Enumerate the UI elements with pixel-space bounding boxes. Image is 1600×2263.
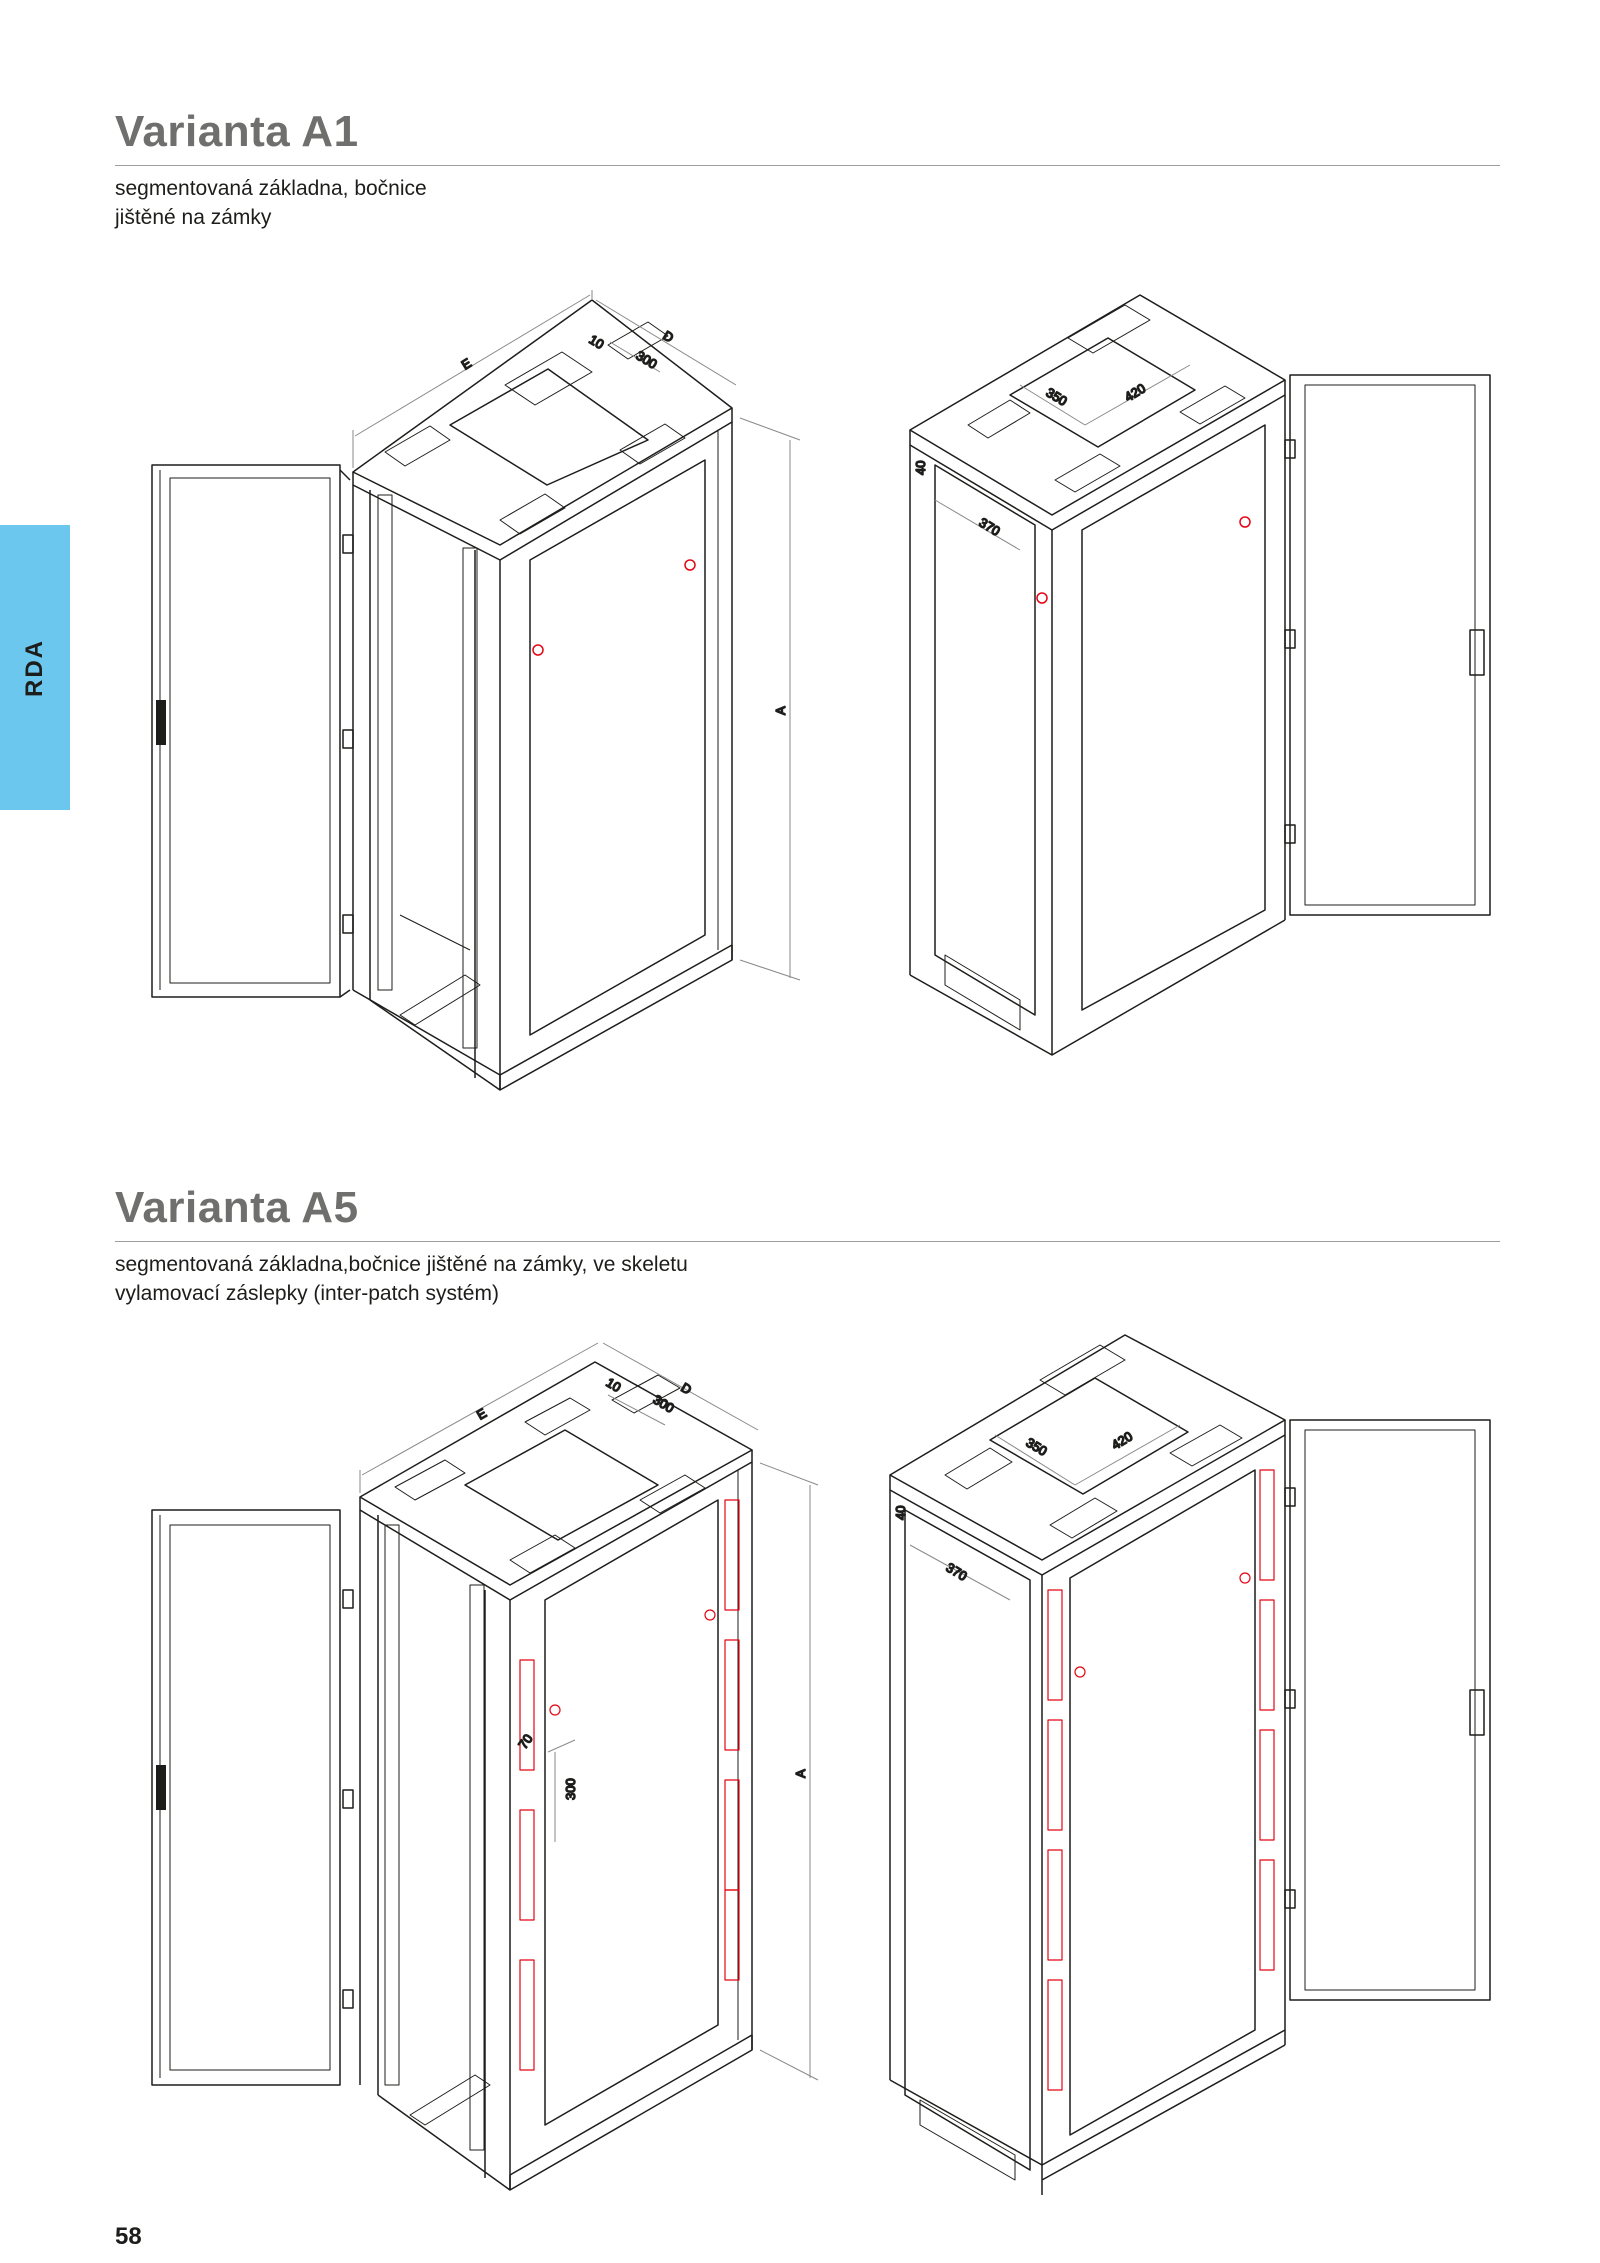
dimension-label-e: E bbox=[474, 1405, 489, 1422]
open-door bbox=[151, 464, 354, 998]
section-divider-a1 bbox=[115, 165, 1500, 166]
dimension-label: 10 bbox=[603, 1375, 623, 1395]
cabinet-side-panel bbox=[499, 422, 733, 1091]
cabinet-front-frame bbox=[352, 485, 501, 1091]
dimension-label: 300 bbox=[563, 1778, 578, 1800]
dimension-label: 40 bbox=[913, 461, 928, 475]
dimension-label: 370 bbox=[943, 1560, 969, 1584]
dimension-lines bbox=[352, 290, 801, 981]
dimension-label-d: D bbox=[678, 1380, 694, 1398]
section-subtitle-a5: segmentovaná základna,bočnice jištěné na… bbox=[115, 1250, 688, 1308]
subtitle-line: vylamovací záslepky (inter-patch systém) bbox=[115, 1282, 499, 1305]
section-subtitle-a1: segmentovaná základna, bočnice jištěné n… bbox=[115, 174, 427, 232]
section-divider-a5 bbox=[115, 1241, 1500, 1242]
dimension-label: 70 bbox=[515, 1731, 536, 1751]
cabinet-top bbox=[352, 299, 733, 561]
dimension-label: 420 bbox=[1122, 381, 1148, 405]
dimension-label: 350 bbox=[1043, 385, 1069, 409]
rack-a5-rear-view: 350 420 40 370 bbox=[889, 1334, 1491, 2195]
side-tab-rda: RDA bbox=[0, 525, 70, 810]
rack-a1-rear-view: 350 420 40 370 bbox=[909, 294, 1491, 1056]
dimension-label-d: D bbox=[660, 328, 676, 346]
dimension-label-a: A bbox=[793, 1769, 808, 1778]
section-title-a1: Varianta A1 bbox=[115, 107, 359, 156]
rack-a1-front-view: E D 10 300 A bbox=[151, 290, 801, 1091]
subtitle-line: segmentovaná základna,bočnice jištěné na… bbox=[115, 1253, 688, 1276]
dimension-label: 10 bbox=[586, 332, 606, 352]
dimension-label: 420 bbox=[1109, 1429, 1135, 1453]
dimension-label: 370 bbox=[976, 515, 1002, 539]
subtitle-line: jištěné na zámky bbox=[115, 206, 272, 229]
subtitle-line: segmentovaná základna, bočnice bbox=[115, 177, 427, 200]
dimension-label: 300 bbox=[633, 348, 659, 372]
dimension-label-e: E bbox=[459, 355, 475, 372]
page-number: 58 bbox=[115, 2223, 142, 2250]
dimension-label: 40 bbox=[893, 1506, 908, 1520]
section-title-a5: Varianta A5 bbox=[115, 1183, 359, 1232]
rack-a5-front-view: E D 10 300 A 70 300 bbox=[151, 1342, 819, 2191]
dimension-label-a: A bbox=[773, 706, 788, 715]
